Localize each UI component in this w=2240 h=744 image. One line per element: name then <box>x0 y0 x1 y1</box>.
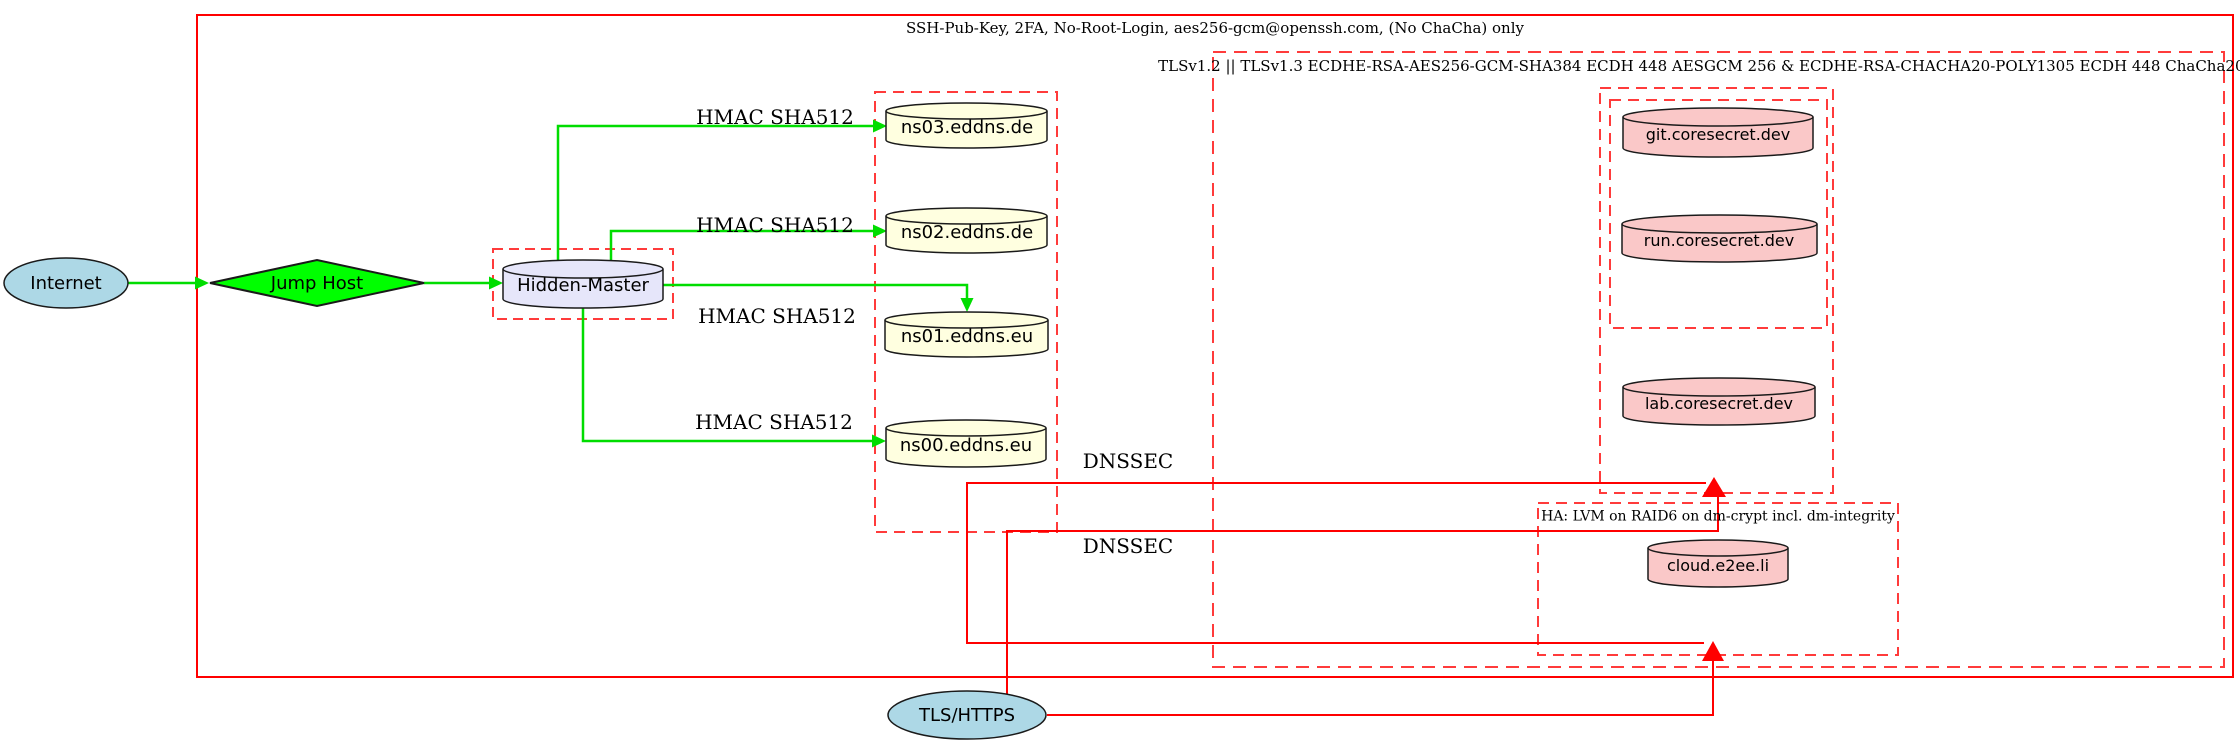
arrowhead-coresecret-cluster <box>1702 477 1726 497</box>
ns01-cylinder <box>884 320 1049 358</box>
cluster-coresecret-box <box>1599 87 1834 494</box>
arrowhead-jumphost <box>195 276 209 290</box>
ns03-cylinder-top <box>885 102 1048 120</box>
edge-label-hmac-ns03: HMAC SHA512 <box>696 105 854 129</box>
node-label-internet: Internet <box>30 273 102 295</box>
cloud-cylinder-top <box>1647 539 1789 557</box>
node-label-run: run.coresecret.dev <box>1643 231 1795 251</box>
git-cylinder-top <box>1622 107 1814 127</box>
cloud-cylinder <box>1647 548 1789 588</box>
edge-eddns-coresecret-dnssec <box>966 482 1706 532</box>
run-cylinder-top <box>1621 214 1818 234</box>
arrowhead-ha-cluster <box>1702 641 1724 661</box>
ns01-cylinder-top <box>884 311 1049 329</box>
ns02-cylinder <box>885 216 1048 254</box>
arrowhead-ns01 <box>960 298 974 312</box>
node-label-ns03: ns03.eddns.de <box>900 117 1034 139</box>
edge-tlshttps-coresecret <box>1006 497 1719 694</box>
cluster-tls-label: TLSv1.2 || TLSv1.3 ECDHE-RSA-AES256-GCM-… <box>1158 56 2240 75</box>
node-label-git: git.coresecret.dev <box>1645 125 1791 145</box>
edge-label-dnssec-upper: DNSSEC <box>1082 449 1174 473</box>
arrowhead-ns03 <box>873 119 887 133</box>
edge-hm-ns03 <box>556 124 875 260</box>
node-label-jump-host: Jump Host <box>270 273 364 295</box>
cluster-gitrun-box <box>1609 99 1828 329</box>
jump-host-node <box>209 258 425 308</box>
edge-hm-ns02 <box>609 229 875 260</box>
edge-label-hmac-ns01: HMAC SHA512 <box>698 304 856 328</box>
internet-node <box>3 257 129 309</box>
lab-cylinder-top <box>1622 377 1816 397</box>
edge-label-hmac-ns00: HMAC SHA512 <box>695 410 853 434</box>
hidden-master-cylinder-top <box>502 259 664 279</box>
cluster-ha-label: HA: LVM on RAID6 on dm-crypt incl. dm-in… <box>1541 508 1895 525</box>
git-cylinder <box>1622 117 1814 158</box>
tls-https-node <box>887 690 1047 740</box>
node-label-hidden-master: Hidden-Master <box>517 275 649 297</box>
lab-cylinder <box>1622 387 1816 426</box>
ns02-cylinder-top <box>885 207 1048 225</box>
edge-label-hmac-ns02: HMAC SHA512 <box>696 213 854 237</box>
node-label-cloud: cloud.e2ee.li <box>1666 556 1770 576</box>
cluster-ssh-label: SSH-Pub-Key, 2FA, No-Root-Login, aes256-… <box>906 18 1524 37</box>
arrowhead-ns02 <box>873 224 887 238</box>
edge-hm-ns01 <box>663 283 969 300</box>
node-label-ns00: ns00.eddns.eu <box>899 435 1033 457</box>
ns03-cylinder <box>885 111 1048 149</box>
arrowhead-hiddenmaster <box>489 276 503 290</box>
node-label-lab: lab.coresecret.dev <box>1644 394 1794 414</box>
node-label-ns02: ns02.eddns.de <box>900 222 1034 244</box>
red-arrowheads <box>1702 477 1726 661</box>
arrowhead-ns00 <box>872 434 886 448</box>
node-label-tls-https: TLS/HTTPS <box>918 705 1016 727</box>
run-cylinder <box>1621 224 1818 263</box>
green-edges <box>128 124 969 443</box>
hidden-master-cylinder <box>502 269 664 309</box>
red-edges <box>966 482 1719 716</box>
ns00-cylinder <box>885 428 1047 468</box>
edge-tlshttps-ha <box>1047 661 1714 716</box>
cluster-tls-box <box>1212 51 2225 668</box>
edge-eddns-ha-dnssec <box>966 532 1704 644</box>
cluster-ssh-box <box>196 14 2234 678</box>
node-label-ns01: ns01.eddns.eu <box>900 326 1034 348</box>
ns00-cylinder-top <box>885 419 1047 437</box>
edge-hm-ns00 <box>581 308 874 443</box>
green-arrowheads <box>195 119 974 448</box>
edge-label-dnssec-lower: DNSSEC <box>1082 534 1174 558</box>
